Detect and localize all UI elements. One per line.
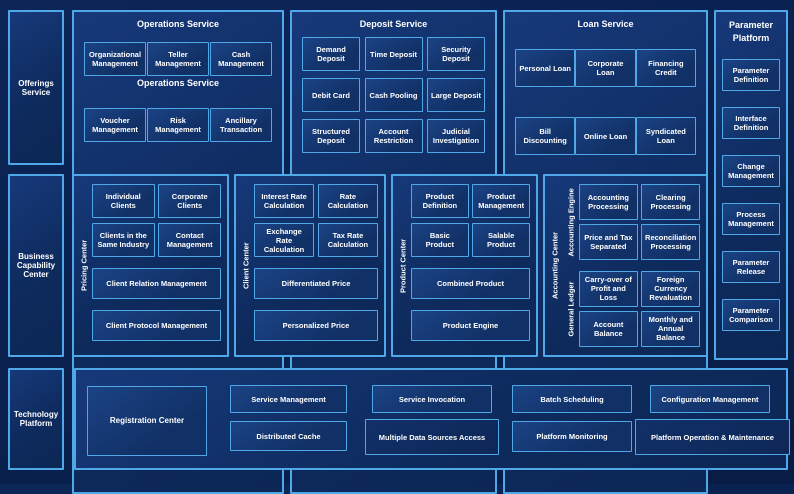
client-center-label: Client Center	[241, 242, 251, 289]
rail-offerings-service: Offerings Service	[8, 10, 64, 165]
box-organizational-management: Organizational Management	[84, 42, 146, 76]
box-change-management: Change Management	[722, 155, 780, 187]
box-client-relation-management: Client Relation Management	[92, 268, 221, 299]
box-foreign-currency-revaluation: Foreign Currency Revaluation	[641, 270, 700, 307]
box-personalized-price: Personalized Price	[254, 310, 378, 341]
box-rate-calculation: Rate Calculation	[317, 184, 378, 218]
box-reconciliation-processing: Reconciliation Processing	[641, 224, 700, 260]
box-cash-management: Cash Management	[210, 42, 272, 76]
box-monthly-and-annual-balance: Monthly and Annual Balance	[641, 310, 700, 347]
box-service-invocation: Service Invocation	[372, 385, 492, 413]
rail-technology-label: Technology Platform	[13, 410, 59, 428]
box-syndicated-loan: Syndicated Loan	[635, 117, 696, 155]
box-accounting-processing: Accounting Processing	[579, 184, 638, 220]
box-cash-pooling: Cash Pooling	[364, 78, 423, 112]
box-structured-deposit: Structured Deposit	[302, 119, 360, 153]
box-contact-management: Contact Management	[158, 223, 221, 257]
box-personal-loan: Personal Loan	[515, 49, 576, 87]
box-distributed-cache: Distributed Cache	[230, 421, 347, 451]
box-clients-in-the-same-industry: Clients in the Same Industry	[92, 223, 155, 257]
box-online-loan: Online Loan	[575, 117, 636, 155]
box-large-deposit: Large Deposit	[427, 78, 485, 112]
box-financing-credit: Financing Credit	[635, 49, 696, 87]
operations-service-title: Operations Service	[136, 19, 220, 29]
box-voucher-management: Voucher Management	[84, 108, 146, 142]
group-general-ledger: General Ledger Carry-over of Profit and …	[563, 270, 700, 348]
panel-product-center: Product Center Product Definition Produc…	[391, 174, 538, 357]
rail-business-capability-center: Business Capability Center	[8, 174, 64, 357]
box-judicial-investigation: Judicial Investigation	[427, 119, 485, 153]
pricing-center-label: Pricing Center	[79, 239, 89, 292]
box-parameter-comparison: Parameter Comparison	[722, 299, 780, 331]
box-corporate-loan: Corporate Loan	[575, 49, 636, 87]
box-time-deposit: Time Deposit	[364, 37, 423, 71]
box-product-definition: Product Definition	[411, 184, 469, 218]
box-carry-over-of-profit-and-loss: Carry-over of Profit and Loss	[579, 270, 638, 307]
box-parameter-release: Parameter Release	[722, 251, 780, 283]
panel-parameter-platform: Parameter Platform Parameter Definition …	[714, 10, 788, 360]
box-differentiated-price: Differentiated Price	[254, 268, 378, 299]
panel-client-center: Client Center Interest Rate Calculation …	[234, 174, 386, 357]
box-clearing-processing: Clearing Processing	[641, 184, 700, 220]
box-account-restriction: Account Restriction	[364, 119, 423, 153]
parameter-platform-title-line2: Platform	[732, 33, 770, 43]
box-platform-monitoring: Platform Monitoring	[512, 421, 632, 452]
box-corporate-clients: Corporate Clients	[158, 184, 221, 218]
box-registration-center: Registration Center	[87, 386, 207, 456]
deposit-service-title: Deposit Service	[359, 19, 428, 29]
general-ledger-label: General Ledger	[566, 281, 576, 337]
box-individual-clients: Individual Clients	[92, 184, 155, 218]
panel-accounting-center: Accounting Center Accounting Engine Acco…	[543, 174, 708, 357]
box-service-management: Service Management	[230, 385, 347, 413]
box-bill-discounting: Bill Discounting	[515, 117, 576, 155]
accounting-center-label: Accounting Center	[550, 231, 560, 300]
box-platform-operation-maintenance: Platform Operation & Maintenance	[635, 419, 790, 455]
rail-offerings-label: Offerings Service	[18, 78, 54, 97]
accounting-engine-label: Accounting Engine	[566, 188, 576, 257]
box-product-management: Product Management	[472, 184, 530, 218]
box-salable-product: Salable Product	[472, 223, 530, 257]
product-center-label: Product Center	[398, 238, 408, 293]
box-multiple-data-sources-access: Multiple Data Sources Access	[365, 419, 499, 455]
box-product-engine: Product Engine	[411, 310, 530, 341]
box-client-protocol-management: Client Protocol Management	[92, 310, 221, 341]
panel-technology-platform-content: Registration Center Service Management S…	[74, 368, 790, 470]
box-demand-deposit: Demand Deposit	[302, 37, 360, 71]
box-debit-card: Debit Card	[302, 78, 360, 112]
box-batch-scheduling: Batch Scheduling	[512, 385, 632, 413]
box-tax-rate-calculation: Tax Rate Calculation	[317, 223, 378, 257]
box-risk-management: Risk Management	[147, 108, 209, 142]
loan-service-title: Loan Service	[577, 19, 634, 29]
box-account-balance: Account Balance	[579, 310, 638, 347]
box-price-and-tax-separated: Price and Tax Separated	[579, 224, 638, 260]
operations-service-subtitle: Operations Service	[136, 78, 220, 88]
box-basic-product: Basic Product	[411, 223, 469, 257]
rail-technology-platform: Technology Platform	[8, 368, 64, 470]
rail-business-capability-label: Business Capability Center	[16, 252, 56, 279]
parameter-platform-title-line1: Parameter	[728, 20, 774, 30]
panel-pricing-center: Pricing Center Individual Clients Corpor…	[72, 174, 229, 357]
box-process-management: Process Management	[722, 203, 780, 235]
box-configuration-management: Configuration Management	[650, 385, 770, 413]
box-interface-definition: Interface Definition	[722, 107, 780, 139]
box-combined-product: Combined Product	[411, 268, 530, 299]
box-ancillary-transaction: Ancillary Transaction	[210, 108, 272, 142]
box-parameter-definition: Parameter Definition	[722, 59, 780, 91]
box-security-deposit: Security Deposit	[427, 37, 485, 71]
box-exchange-rate-calculation: Exchange Rate Calculation	[254, 223, 315, 257]
group-accounting-engine: Accounting Engine Accounting Processing …	[563, 184, 700, 261]
box-interest-rate-calculation: Interest Rate Calculation	[254, 184, 315, 218]
box-teller-management: Teller Management	[147, 42, 209, 76]
